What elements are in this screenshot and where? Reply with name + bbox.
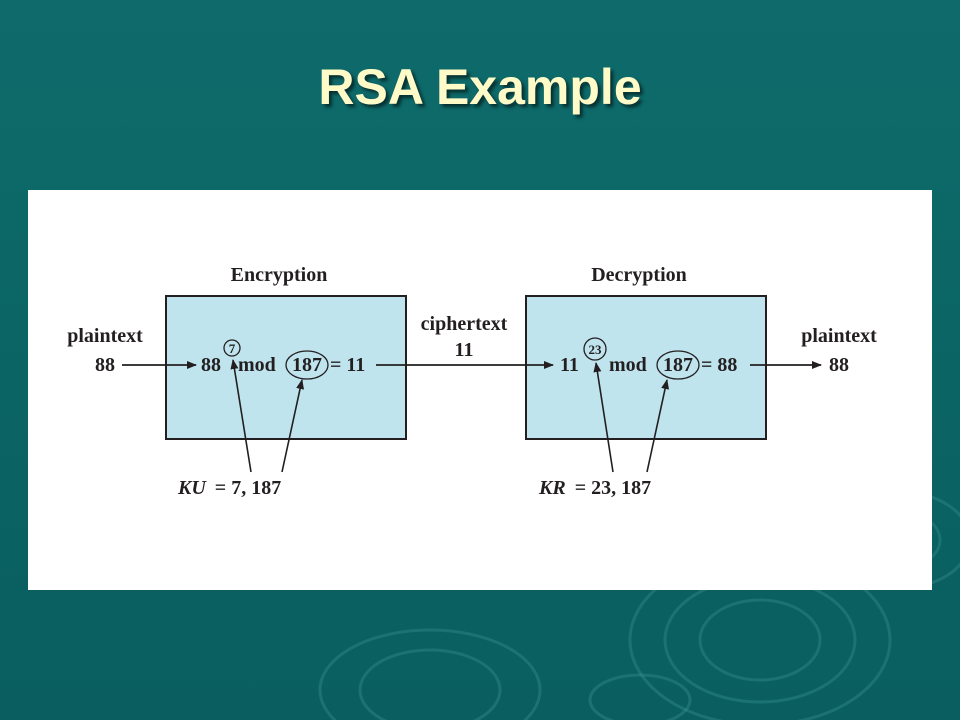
encryption-heading: Encryption — [231, 264, 328, 286]
public-key-values: = 7, 187 — [215, 477, 281, 499]
decryption-box — [525, 295, 767, 440]
decryption-modulus: 187 — [663, 354, 693, 376]
decryption-result: = 88 — [701, 354, 737, 376]
output-plaintext-value: 88 — [829, 354, 849, 376]
encryption-modulus-ellipse — [285, 350, 329, 380]
public-key-modulus-arrow — [281, 379, 304, 473]
encryption-box — [165, 295, 407, 440]
private-key-label: KR = 23, 187 — [538, 477, 651, 499]
input-plaintext-value: 88 — [95, 354, 115, 376]
decryption-exponent: 23 — [589, 342, 603, 357]
input-plaintext-label: plaintext — [67, 325, 143, 347]
public-key-exponent-arrow — [230, 359, 252, 473]
decryption-base: 11 — [560, 354, 579, 376]
encryption-exponent-circle — [223, 339, 241, 357]
output-plaintext-label: plaintext — [801, 325, 877, 347]
ciphertext-value: 11 — [455, 339, 474, 361]
public-key-name: KU — [177, 477, 207, 499]
encryption-base: 88 — [201, 354, 221, 376]
encryption-modulus: 187 — [292, 354, 322, 376]
slide-title: RSA Example — [318, 59, 642, 115]
public-key-label: KU = 7, 187 — [177, 477, 281, 499]
decryption-modulus-ellipse — [656, 350, 700, 380]
private-key-name: KR — [538, 477, 566, 499]
decryption-exponent-circle — [583, 337, 607, 361]
encryption-mod: mod — [238, 354, 276, 376]
private-key-exponent-arrow — [593, 362, 614, 473]
rsa-diagram-panel: Encryption Decryption plaintext 88 88 7 … — [28, 190, 932, 590]
private-key-modulus-arrow — [646, 379, 669, 473]
encryption-exponent: 7 — [229, 341, 236, 356]
rsa-diagram: Encryption Decryption plaintext 88 88 7 … — [67, 264, 877, 499]
ciphertext-label: ciphertext — [421, 313, 508, 335]
private-key-values: = 23, 187 — [575, 477, 651, 499]
decryption-heading: Decryption — [591, 264, 687, 286]
decryption-mod: mod — [609, 354, 647, 376]
encryption-result: = 11 — [330, 354, 365, 376]
